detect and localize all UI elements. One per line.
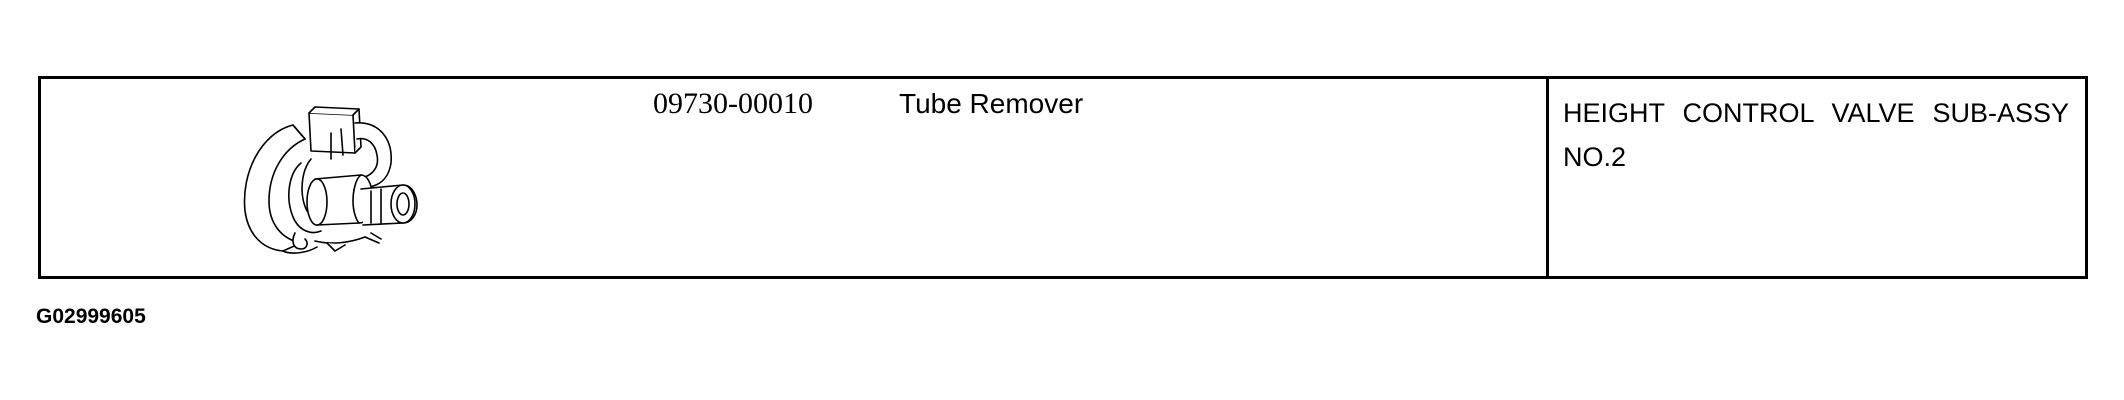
- tool-cell: 09730-00010 Tube Remover: [41, 79, 1549, 276]
- part-number: 09730-00010: [653, 87, 813, 120]
- tube-remover-tool-icon: [243, 106, 418, 254]
- special-service-tool-table: 09730-00010 Tube Remover HEIGHT CONTROL …: [38, 76, 2088, 279]
- application-text: HEIGHT CONTROL VALVE SUB-ASSY NO.2: [1563, 98, 2069, 172]
- figure-code: G02999605: [36, 305, 146, 328]
- application-cell: HEIGHT CONTROL VALVE SUB-ASSY NO.2: [1549, 79, 2085, 276]
- tool-name: Tube Remover: [899, 88, 1084, 119]
